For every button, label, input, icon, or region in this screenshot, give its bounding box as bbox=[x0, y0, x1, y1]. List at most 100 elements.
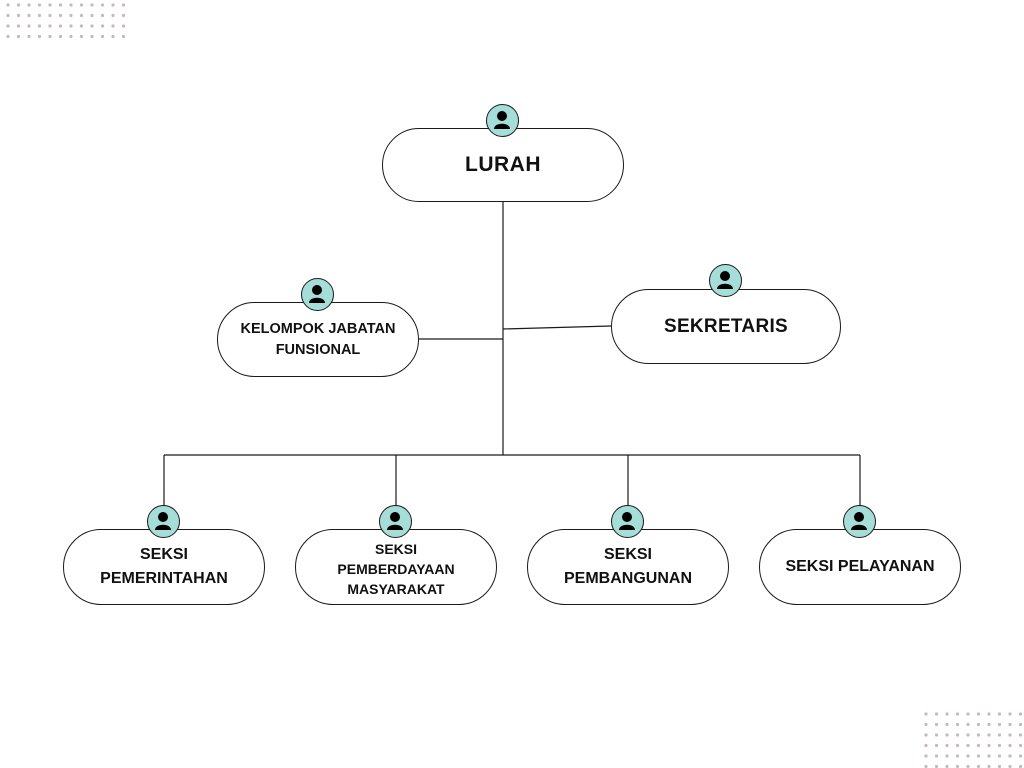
decor-dot bbox=[90, 13, 94, 18]
decor-dot bbox=[48, 3, 52, 7]
decor-dot bbox=[121, 24, 126, 28]
decor-dot bbox=[58, 3, 63, 7]
decor-dot bbox=[79, 3, 84, 7]
decor-dot bbox=[90, 3, 94, 7]
secretary-box: SEKRETARIS bbox=[611, 289, 841, 364]
decor-dot bbox=[997, 754, 1002, 758]
lurah-label: LURAH bbox=[465, 153, 541, 176]
decor-dot bbox=[69, 24, 73, 28]
decor-dot bbox=[37, 3, 42, 7]
decor-dot bbox=[966, 733, 970, 737]
decor-dot bbox=[976, 733, 981, 737]
decor-dot bbox=[79, 24, 84, 28]
decor-dot bbox=[16, 24, 21, 28]
person-icon bbox=[301, 278, 334, 311]
decor-dot bbox=[934, 712, 939, 716]
decor-dot bbox=[69, 3, 73, 7]
person-icon bbox=[843, 505, 876, 538]
decor-dot bbox=[987, 722, 991, 727]
decor-dot bbox=[100, 34, 105, 39]
decor-dot bbox=[27, 3, 31, 7]
decor-dot bbox=[121, 3, 126, 7]
decor-dot bbox=[6, 13, 10, 18]
decor-dot bbox=[100, 24, 105, 28]
decor-dot bbox=[16, 13, 21, 18]
decor-dot bbox=[1008, 733, 1012, 737]
decor-dot bbox=[111, 24, 115, 28]
secretary-label: SEKRETARIS bbox=[663, 315, 789, 337]
decor-dot bbox=[1018, 722, 1023, 727]
decor-dot bbox=[37, 13, 42, 18]
decor-dot bbox=[90, 34, 94, 39]
connector-secretary bbox=[502, 325, 612, 330]
person-icon bbox=[611, 505, 644, 538]
decor-dot bbox=[58, 24, 63, 28]
person-icon bbox=[486, 104, 519, 137]
decor-dot bbox=[976, 754, 981, 758]
decor-dot bbox=[121, 13, 126, 18]
person-icon bbox=[709, 264, 742, 297]
person-icon bbox=[147, 505, 180, 538]
decor-dot bbox=[1008, 743, 1012, 748]
decor-dot bbox=[924, 712, 928, 716]
decor-dot bbox=[924, 722, 928, 727]
decor-dot bbox=[111, 34, 115, 39]
decor-dot bbox=[27, 34, 31, 39]
decor-dot bbox=[987, 754, 991, 758]
decor-dot bbox=[6, 34, 10, 39]
decor-dot bbox=[966, 712, 970, 716]
decor-dot bbox=[976, 743, 981, 748]
decor-dot bbox=[987, 764, 991, 768]
section-box-pelayanan: SEKSI PELAYANAN bbox=[759, 529, 961, 605]
decor-dot bbox=[6, 3, 10, 7]
decor-dot bbox=[79, 34, 84, 39]
decor-dot bbox=[945, 754, 949, 758]
person-icon bbox=[379, 505, 412, 538]
section-box-pembangunan: SEKSI PEMBANGUNAN bbox=[527, 529, 729, 605]
decor-dot bbox=[934, 722, 939, 727]
lurah-box: LURAH bbox=[382, 128, 624, 202]
section-label-line: SEKSI bbox=[374, 541, 417, 557]
decor-dot bbox=[945, 743, 949, 748]
decor-dot bbox=[987, 743, 991, 748]
section-label-line: PEMBERDAYAAN bbox=[337, 561, 455, 577]
section-box-pemberdayaan: SEKSI PEMBERDAYAAN MASYARAKAT bbox=[295, 529, 497, 605]
decor-dot bbox=[997, 722, 1002, 727]
decor-dot bbox=[1018, 733, 1023, 737]
decor-dot bbox=[1008, 712, 1012, 716]
decor-dot bbox=[48, 13, 52, 18]
decor-dot bbox=[100, 13, 105, 18]
decor-dot bbox=[37, 34, 42, 39]
decor-dot bbox=[997, 712, 1002, 716]
decor-dot bbox=[1018, 712, 1023, 716]
decor-dot bbox=[48, 34, 52, 39]
decor-dot bbox=[27, 13, 31, 18]
decor-dot bbox=[58, 13, 63, 18]
decor-dot bbox=[976, 722, 981, 727]
decor-dot bbox=[1008, 764, 1012, 768]
decor-dot bbox=[955, 722, 960, 727]
decor-dot bbox=[69, 34, 73, 39]
decor-dot bbox=[955, 754, 960, 758]
decor-dot bbox=[997, 733, 1002, 737]
decor-dot bbox=[945, 764, 949, 768]
decor-dot bbox=[955, 733, 960, 737]
section-label-line: PEMERINTAHAN bbox=[100, 570, 228, 587]
decor-dot bbox=[6, 24, 10, 28]
decor-dot bbox=[955, 712, 960, 716]
decor-dot bbox=[100, 3, 105, 7]
decor-dot bbox=[997, 743, 1002, 748]
decor-dot bbox=[1018, 764, 1023, 768]
functional-group-box: KELOMPOK JABATAN FUNSIONAL bbox=[217, 302, 419, 377]
decor-dot bbox=[1008, 754, 1012, 758]
decor-dot bbox=[966, 754, 970, 758]
decor-dot bbox=[934, 743, 939, 748]
decor-dot bbox=[79, 13, 84, 18]
decor-dot bbox=[945, 712, 949, 716]
decor-dot bbox=[121, 34, 126, 39]
decor-dot bbox=[945, 722, 949, 727]
decor-dot bbox=[1018, 743, 1023, 748]
decor-dot bbox=[1018, 754, 1023, 758]
decorative-dots-bottom-right bbox=[924, 712, 1023, 768]
